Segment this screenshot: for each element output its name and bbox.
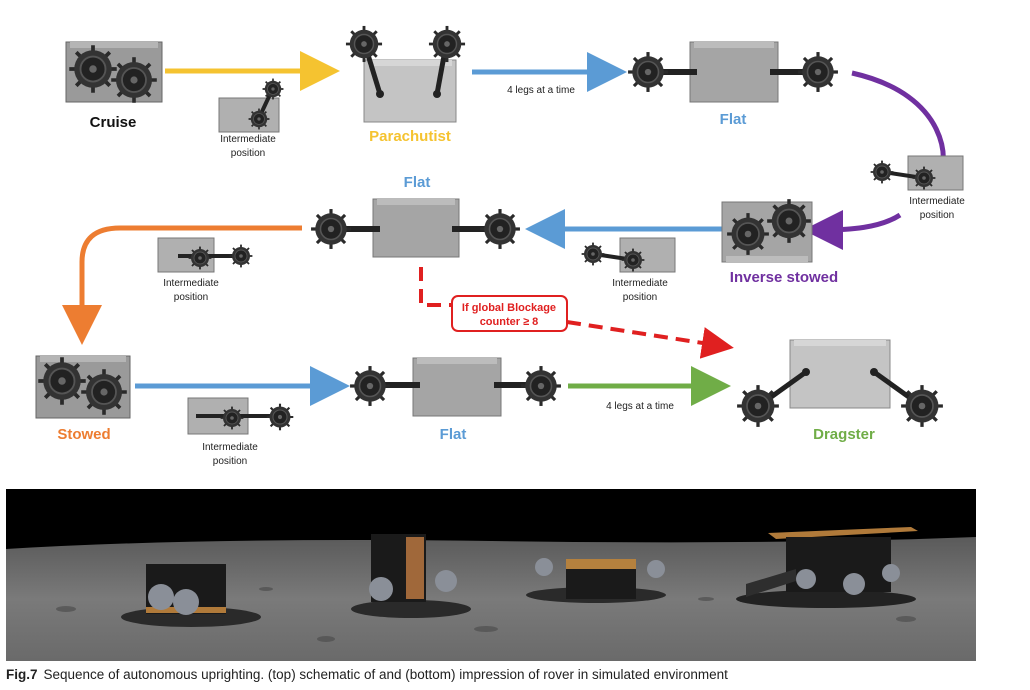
intermediate-label-5a: Intermediate — [202, 442, 258, 453]
arrow-conditional-to-dragster — [419, 267, 722, 346]
intermediate-label-3a: Intermediate — [612, 278, 668, 289]
intermediate-label-2a: Intermediate — [909, 196, 965, 207]
render-rover-flat — [526, 558, 666, 603]
rover-cruise — [65, 41, 163, 104]
condition-text-1: If global Blockage — [462, 302, 556, 314]
intermediate-label-2b: position — [920, 210, 954, 221]
uprighting-sequence-schematic: If global Blockage counter ≥ 8 Cruise In… — [35, 25, 965, 467]
render-rover-dragster — [736, 527, 918, 608]
condition-text-2: counter ≥ 8 — [480, 316, 539, 328]
rover-dragster — [736, 339, 944, 428]
rover-intermediate-1 — [218, 78, 284, 133]
rover-flat-middle — [310, 198, 521, 258]
state-label-cruise: Cruise — [90, 114, 137, 131]
transition-label-legs-top: 4 legs at a time — [507, 85, 575, 96]
arrow-flat-to-stowed — [62, 225, 302, 345]
rover-intermediate-3 — [581, 237, 676, 273]
rover-parachutist — [345, 25, 466, 123]
state-label-flat-top: Flat — [720, 111, 747, 128]
intermediate-label-4a: Intermediate — [163, 278, 219, 289]
rover-intermediate-2 — [870, 155, 964, 191]
simulated-environment-render — [6, 489, 976, 661]
state-label-stowed: Stowed — [57, 426, 110, 443]
state-label-flat-bottom: Flat — [440, 426, 467, 443]
rover-flat-top — [627, 41, 839, 103]
rover-intermediate-4 — [157, 237, 253, 273]
rover-inverse-stowed — [721, 198, 813, 263]
intermediate-label-1a: Intermediate — [220, 134, 276, 145]
intermediate-label-5b: position — [213, 456, 247, 467]
rover-flat-bottom — [349, 357, 562, 417]
state-label-inverse-stowed: Inverse stowed — [730, 269, 838, 286]
intermediate-label-1b: position — [231, 148, 265, 159]
state-label-parachutist: Parachutist — [369, 128, 451, 145]
intermediate-label-4b: position — [174, 292, 208, 303]
condition-box: If global Blockage counter ≥ 8 — [451, 295, 568, 332]
render-rover-stowed — [121, 564, 261, 627]
state-label-dragster: Dragster — [813, 426, 875, 443]
state-label-flat-middle: Flat — [404, 174, 431, 191]
figure-caption: Fig.7 Sequence of autonomous uprighting. … — [6, 667, 1026, 687]
render-rover-parachutist — [351, 534, 471, 618]
rover-stowed — [35, 355, 131, 419]
intermediate-label-3b: position — [623, 292, 657, 303]
rover-intermediate-5 — [187, 397, 294, 435]
figure-number: Fig.7 — [6, 667, 38, 682]
transition-label-legs-bottom: 4 legs at a time — [606, 401, 674, 412]
figure-caption-text: Sequence of autonomous uprighting. (top)… — [43, 667, 728, 682]
